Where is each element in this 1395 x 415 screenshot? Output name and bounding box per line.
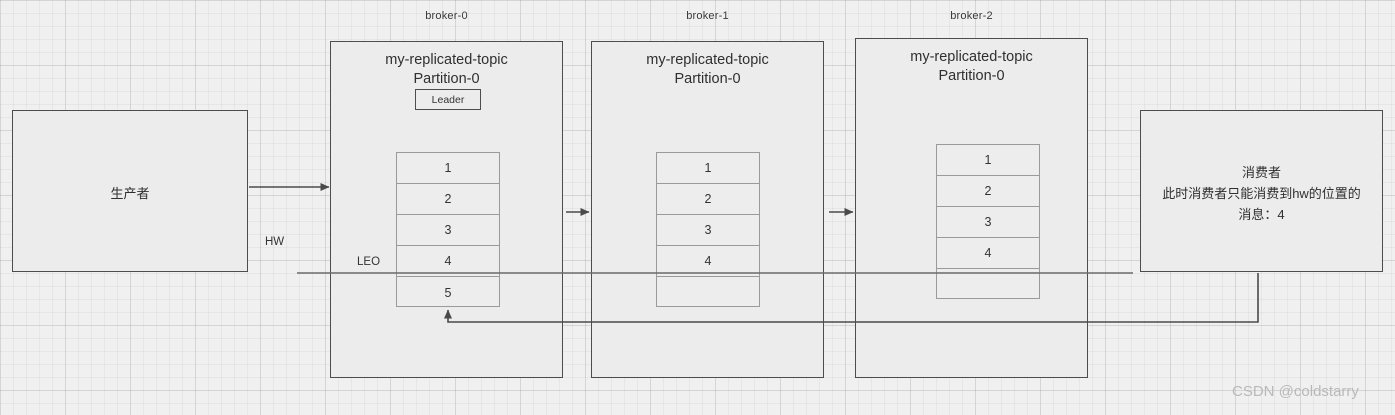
broker-2-cell-0: 1 [937,145,1039,176]
broker-label-0: broker-0 [425,10,468,22]
consumer-line-2: 此时消费者只能消费到hw的位置的 [1162,186,1361,201]
producer-label: 生产者 [110,186,150,201]
broker-2-cell-3: 4 [937,238,1039,269]
broker-0-cell-3: 4 [397,246,499,277]
broker-2-topic-title: my-replicated-topic Partition-0 [910,48,1033,86]
consumer-line-3: 消息：4 [1238,207,1285,222]
broker-2-partition: Partition-0 [938,68,1005,84]
leader-badge: Leader [415,89,481,110]
broker-2-topic: my-replicated-topic [910,49,1033,65]
broker-0-cell-1: 2 [397,184,499,215]
consumer-feedback-line [444,273,1259,323]
broker-1-cell-1: 2 [657,184,759,215]
broker-0-topic: my-replicated-topic [385,52,508,68]
broker-0-log: 1 2 3 4 5 [396,152,500,307]
broker-1-cell-4 [657,277,759,308]
broker-2-cell-1: 2 [937,176,1039,207]
broker-1-cell-2: 3 [657,215,759,246]
broker-label-1: broker-1 [686,10,729,22]
consumer-text: 消费者 此时消费者只能消费到hw的位置的 消息：4 [1141,162,1382,225]
broker-1-log: 1 2 3 4 [656,152,760,307]
consumer-line-1: 消费者 [1241,165,1281,180]
broker-2-cell-2: 3 [937,207,1039,238]
broker-1-cell-3: 4 [657,246,759,277]
leo-label: LEO [357,256,381,268]
broker-0-partition: Partition-0 [413,71,480,87]
broker-2-log: 1 2 3 4 [936,144,1040,299]
broker-label-2: broker-2 [950,10,993,22]
broker-0-cell-2: 3 [397,215,499,246]
watermark: CSDN @coldstarry [1232,383,1359,400]
hw-label: HW [265,236,285,248]
broker-1-cell-0: 1 [657,153,759,184]
broker-1-topic: my-replicated-topic [646,52,769,68]
broker-2-cell-4 [937,269,1039,300]
broker-0-cell-4: 5 [444,285,452,300]
producer-box[interactable]: 生产者 [12,110,248,272]
broker-0-cell-0: 1 [397,153,499,184]
consumer-box[interactable]: 消费者 此时消费者只能消费到hw的位置的 消息：4 [1140,110,1383,272]
broker-1-partition: Partition-0 [674,71,741,87]
broker-0-topic-title: my-replicated-topic Partition-0 [385,51,508,89]
broker-1-topic-title: my-replicated-topic Partition-0 [646,51,769,89]
